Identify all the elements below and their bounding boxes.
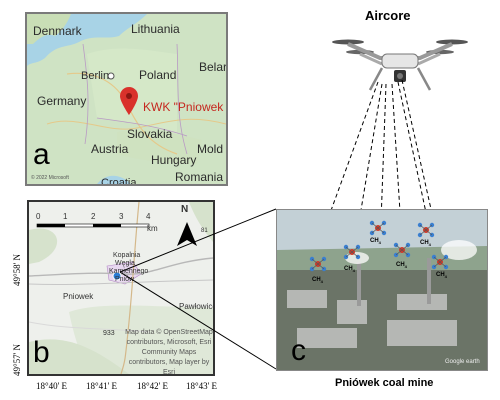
methane-molecule-icon bbox=[309, 256, 327, 272]
ch4-label: CH4 bbox=[344, 266, 355, 273]
methane-molecule-icon bbox=[393, 242, 411, 258]
methane-molecule-icon bbox=[343, 244, 361, 260]
ch4-subscript: 4 bbox=[320, 279, 323, 285]
google-earth-watermark: Google earth bbox=[445, 359, 480, 365]
map-label-germany: Germany bbox=[37, 94, 87, 108]
map-label-slovakia: Slovakia bbox=[127, 127, 173, 141]
longitude-tick-1841: 18°41' E bbox=[86, 381, 117, 391]
mine-caption: Pniówek coal mine bbox=[335, 377, 434, 389]
local-map-panel: 0 1 2 3 4 km N 81 Kopalnia Węgla Kamienn… bbox=[27, 200, 215, 376]
place-kamiennego: Kamiennego bbox=[109, 268, 149, 275]
drone-icon bbox=[330, 32, 470, 99]
panel-letter-c: c bbox=[291, 334, 306, 367]
map-credit-line: Map data © OpenStreetMap bbox=[125, 329, 213, 336]
ch4-text: CH bbox=[312, 277, 321, 283]
map-copyright: © 2022 Microsoft bbox=[31, 175, 69, 181]
location-marker-icon bbox=[118, 86, 140, 121]
road-label-933: 933 bbox=[103, 330, 115, 337]
ch4-text: CH bbox=[436, 272, 445, 278]
scale-tick-0: 0 bbox=[36, 212, 41, 221]
panel-letter-b: b bbox=[33, 336, 50, 369]
overview-map-panel: Denmark Lithuania Belar Berlin Poland Ge… bbox=[25, 12, 228, 186]
map-label-hungary: Hungary bbox=[151, 153, 197, 167]
map-label-romania: Romania bbox=[175, 170, 224, 184]
map-label-denmark: Denmark bbox=[33, 24, 82, 38]
ch4-label: CH4 bbox=[436, 272, 447, 279]
map-label-poland: Poland bbox=[139, 68, 177, 82]
methane-molecule-icon bbox=[417, 222, 435, 238]
aerial-photo-panel: Google earth c bbox=[276, 209, 488, 371]
panel-letter-a: a bbox=[33, 138, 50, 171]
beam-line bbox=[397, 81, 429, 223]
place-pawlowice: Pawłowice bbox=[179, 302, 215, 311]
map-credit: Map data © OpenStreetMap contributors, M… bbox=[123, 328, 213, 376]
ch4-label: CH4 bbox=[312, 277, 323, 284]
map-credit-line: contributors, Map layer by Esri bbox=[128, 359, 210, 376]
scale-tick-1: 1 bbox=[63, 212, 68, 221]
map-label-lithuania: Lithuania bbox=[131, 22, 180, 36]
map-label-croatia: Croatia bbox=[101, 177, 137, 186]
north-label: N bbox=[181, 204, 189, 215]
map-credit-line: contributors, Microsoft, Esri bbox=[126, 339, 212, 346]
ch4-subscript: 4 bbox=[404, 264, 407, 270]
place-pniowek: Pniowek bbox=[63, 292, 94, 301]
place-kopalnia: Kopalnia bbox=[113, 252, 141, 259]
longitude-tick-1840: 18°40' E bbox=[36, 381, 67, 391]
map-label-austria: Austria bbox=[91, 142, 129, 156]
ch4-label: CH4 bbox=[370, 238, 381, 245]
map-credit-line: Community Maps bbox=[141, 349, 197, 356]
ch4-text: CH bbox=[420, 240, 429, 246]
ch4-text: CH bbox=[396, 262, 405, 268]
methane-molecule-icon bbox=[431, 254, 449, 270]
ch4-subscript: 4 bbox=[378, 240, 381, 246]
ch4-subscript: 4 bbox=[352, 268, 355, 274]
place-wegla: Węgla bbox=[115, 260, 135, 267]
scale-tick-2: 2 bbox=[91, 212, 96, 221]
local-map-background bbox=[29, 202, 213, 374]
scale-unit: km bbox=[147, 224, 158, 233]
longitude-tick-1842: 18°42' E bbox=[137, 381, 168, 391]
ch4-text: CH bbox=[370, 238, 379, 244]
beam-line bbox=[317, 81, 379, 247]
drone-title: Aircore bbox=[365, 8, 411, 23]
ch4-subscript: 4 bbox=[428, 242, 431, 248]
road-label-81: 81 bbox=[201, 228, 208, 234]
map-label-belarus: Belar bbox=[199, 60, 228, 74]
map-label-moldova: Mold bbox=[197, 142, 224, 156]
longitude-tick-1843: 18°43' E bbox=[186, 381, 217, 391]
ch4-label: CH4 bbox=[396, 262, 407, 269]
connector-line-bottom bbox=[119, 271, 277, 370]
map-label-berlin: Berlin bbox=[81, 70, 110, 82]
beam-line bbox=[401, 79, 443, 259]
map-label-kwk-pniowek: KWK "Pniowek bbox=[143, 100, 224, 114]
beam-line bbox=[380, 83, 387, 223]
ch4-subscript: 4 bbox=[444, 274, 447, 280]
ch4-text: CH bbox=[344, 266, 353, 272]
beam-line bbox=[355, 83, 383, 241]
scale-tick-4: 4 bbox=[146, 212, 151, 221]
place-pniowek-small: Pniów bbox=[115, 276, 135, 283]
scale-tick-3: 3 bbox=[119, 212, 124, 221]
aerial-photo bbox=[277, 210, 487, 370]
ch4-label: CH4 bbox=[420, 240, 431, 247]
methane-molecule-icon bbox=[369, 220, 387, 236]
connector-line-top bbox=[119, 208, 277, 273]
